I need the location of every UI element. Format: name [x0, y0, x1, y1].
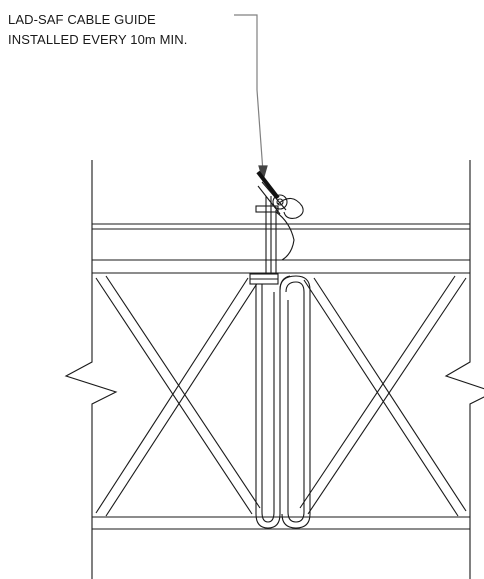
right-wall-break — [444, 160, 484, 579]
left-x-bracing — [95, 275, 261, 517]
safety-cable — [256, 170, 280, 200]
center-u-loops — [255, 275, 311, 529]
cable-guide-note: LAD-SAF CABLE GUIDE INSTALLED EVERY 10m … — [8, 10, 187, 50]
leader-line — [234, 14, 268, 183]
bottom-rung — [92, 516, 470, 530]
note-line-2: INSTALLED EVERY 10m MIN. — [8, 32, 188, 47]
right-x-bracing — [299, 275, 467, 517]
left-wall-break — [64, 160, 118, 579]
top-rung — [92, 223, 470, 274]
note-line-1: LAD-SAF CABLE GUIDE — [8, 12, 156, 27]
